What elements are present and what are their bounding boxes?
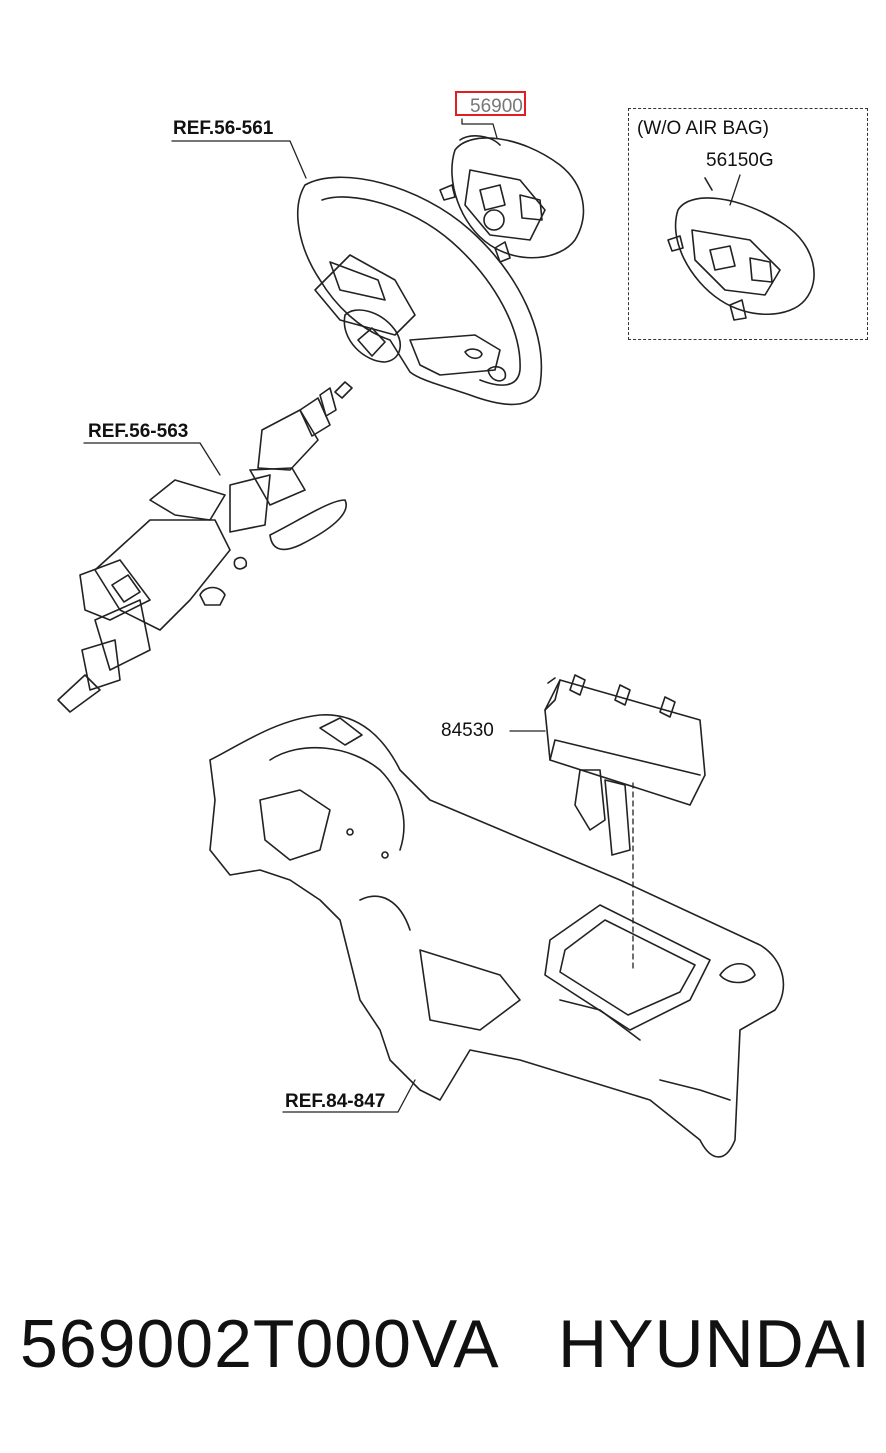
horn-pad-drawing [667,177,815,321]
part-label-84530[interactable]: 84530 [441,720,494,741]
ref-label-steering-column[interactable]: REF.56-563 [88,421,189,442]
footer-brand: HYUNDAI [558,1306,872,1382]
footer-part-number: 569002T000VA [20,1306,500,1382]
steering-column-drawing [57,381,353,713]
part-label-56150g[interactable]: 56150G [706,150,774,171]
ref-label-steering-wheel[interactable]: REF.56-561 [173,118,274,139]
ref-label-crash-pad[interactable]: REF.84-847 [285,1091,386,1112]
leader-lines [83,118,741,1113]
steering-wheel-drawing [297,176,543,406]
airbag-module-drawing [439,135,585,263]
highlighted-part-box[interactable] [455,91,526,116]
without-airbag-box [628,108,868,340]
without-airbag-note: (W/O AIR BAG) [637,118,769,139]
passenger-airbag-drawing [544,674,706,856]
crash-pad-drawing [209,714,785,1158]
part-label-56900[interactable]: 56900 [470,96,523,117]
